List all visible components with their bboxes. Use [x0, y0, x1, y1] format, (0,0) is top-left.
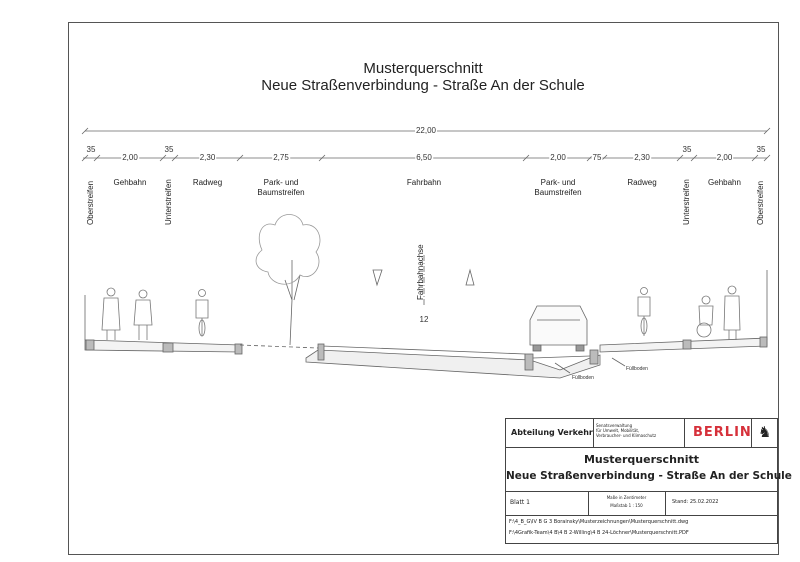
file-path-pdf: F:\4Grafik-Team\4 B\4 B 2-Willing\4 B 24… [509, 530, 689, 536]
segment-label: Park- und Baumstreifen [257, 178, 305, 197]
segment-dimension: 2,30 [633, 153, 651, 162]
total-dimension: 22,00 [414, 126, 438, 135]
fill-label-2: Füllboden [626, 366, 648, 372]
segment-label: Oberstreifen [86, 180, 95, 225]
segment-dimension: 2,75 [272, 153, 290, 162]
segment-label: Fahrbahn [406, 178, 442, 187]
dimension-tick [763, 127, 771, 135]
dimension-tick [751, 154, 759, 162]
berlin-logo: BERLIN [693, 425, 752, 440]
segment-label: Unterstreifen [682, 179, 691, 225]
segment-label: Oberstreifen [756, 180, 765, 225]
fill-label-1: Füllboden [572, 375, 594, 381]
title-block-title: Musterquerschnitt [583, 453, 700, 466]
axis-dimension: 12 [420, 315, 429, 324]
date: Stand: 25.02.2022 [672, 499, 719, 505]
segment-dimension: 75 [591, 153, 603, 162]
file-path-dwg: F:\4_B_G\IV B G 3 Borainsky\Musterzeichn… [509, 519, 689, 525]
segment-dimension: 2,00 [549, 153, 567, 162]
segment-dimension: 2,30 [198, 153, 217, 162]
segment-label: Radweg [627, 178, 657, 187]
dimension-tick [318, 154, 326, 162]
drawing-subtitle: Neue Straßenverbindung - Straße An der S… [261, 77, 585, 94]
segment-dimension: 35 [163, 145, 175, 154]
segment-label: Gehbahn [113, 178, 147, 187]
dimension-tick [81, 127, 89, 135]
segment-dimension: 2,00 [715, 153, 734, 162]
authority-line: Senatsverwaltung [596, 423, 633, 428]
segment-label: Gehbahn [708, 178, 741, 187]
dimension-tick [676, 154, 684, 162]
scale: Maßstab 1 : 150 [610, 503, 643, 508]
dimension-tick [159, 154, 167, 162]
dimension-tick [93, 154, 101, 162]
segment-dimension: 2,00 [121, 153, 139, 162]
axis-label: Fahrbahnachse [416, 244, 425, 300]
dimension-tick [763, 154, 771, 162]
authority-line: für Umwelt, Mobilität, [596, 428, 640, 433]
dimension-tick [690, 154, 698, 162]
dimension-tick [522, 154, 530, 162]
department: Abteilung Verkehr [511, 428, 593, 437]
dimension-tick [81, 154, 89, 162]
dimension-tick [171, 154, 179, 162]
segment-dimension: 6,50 [415, 153, 433, 162]
segment-label: Radweg [192, 178, 223, 187]
segment-label: Unterstreifen [164, 179, 173, 225]
dimension-tick [236, 154, 244, 162]
drawing-title: Musterquerschnitt [363, 60, 483, 77]
segment-dimension: 35 [681, 145, 693, 154]
title-block: Abteilung Verkehr Senatsverwaltung für U… [505, 418, 792, 544]
sheet-number: Blatt 1 [510, 499, 530, 506]
segment-dimension: 35 [755, 145, 767, 154]
berlin-bear-icon: ♞ [758, 423, 772, 441]
units: Maße in Zentimeter [606, 495, 647, 500]
segment-label: Park- und Baumstreifen [534, 178, 582, 197]
drawing-frame [68, 22, 779, 555]
title-block-subtitle: Neue Straßenverbindung - Straße An der S… [506, 470, 792, 482]
segment-dimension: 35 [85, 145, 97, 154]
authority-line: Verbraucher- und Klimaschutz [596, 433, 657, 438]
